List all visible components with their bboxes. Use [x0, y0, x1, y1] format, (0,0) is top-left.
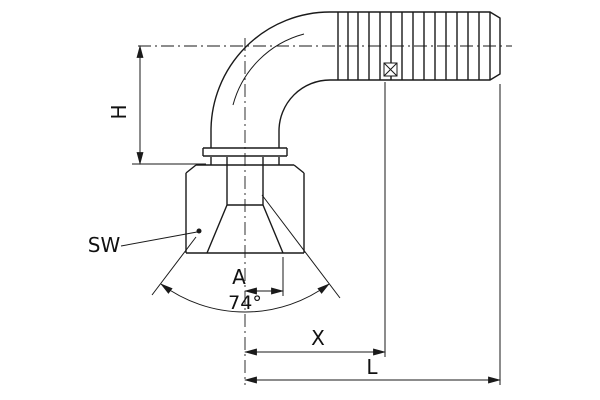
seal-marker-cross [383, 62, 398, 77]
barb-ribs [337, 12, 491, 80]
nut-internal-lines [202, 147, 288, 254]
dim-label-sw: SW [88, 233, 121, 257]
nut-outline [185, 164, 305, 254]
angle-arc [160, 283, 330, 313]
dim-label-a: A [232, 265, 246, 289]
angle-lines [151, 194, 341, 299]
dim-label-l: L [366, 355, 378, 379]
sw-reference-dot [196, 228, 202, 234]
dim-label-h: H [107, 104, 131, 119]
elbow-wall-arc [232, 33, 305, 106]
sw-leader-line [120, 231, 198, 247]
body-outline [210, 11, 501, 148]
dim-label-x: X [311, 326, 325, 350]
dim-label-angle: 74° [228, 292, 262, 314]
